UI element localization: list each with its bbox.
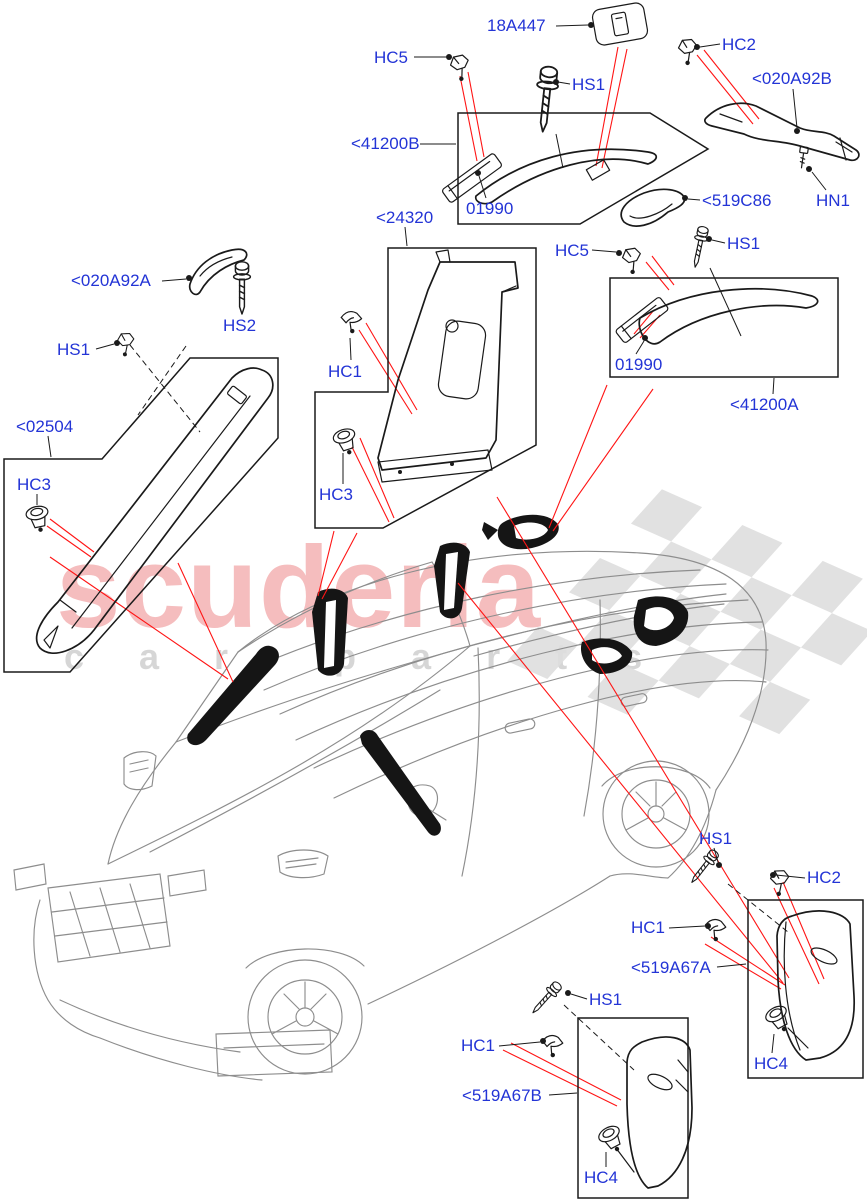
part-cantrail-A bbox=[638, 287, 819, 345]
part-02504 bbox=[35, 367, 274, 654]
callout-HC4-a[interactable]: HC4 bbox=[754, 1054, 789, 1073]
part-cantrail-B bbox=[474, 148, 658, 205]
callout-HC5-top[interactable]: HC5 bbox=[374, 48, 409, 67]
callout-HC3-left[interactable]: HC3 bbox=[17, 475, 52, 494]
callout-18A447[interactable]: 18A447 bbox=[487, 16, 546, 35]
callout-02504[interactable]: <02504 bbox=[16, 417, 74, 436]
box-24320 bbox=[314, 247, 537, 529]
part-519A67B bbox=[626, 1036, 693, 1189]
red-leader-lines bbox=[46, 46, 825, 1107]
fasteners bbox=[24, 36, 809, 1157]
part-bracket-target bbox=[585, 159, 611, 181]
callout-HC5-mid[interactable]: HC5 bbox=[555, 241, 590, 260]
callout-01990-left[interactable]: 01990 bbox=[466, 199, 514, 218]
callout-HS1-mid[interactable]: HS1 bbox=[727, 234, 761, 253]
a-pillar-right-trim-on-car bbox=[360, 730, 441, 836]
part-020A92B bbox=[704, 102, 860, 162]
box-519A67A bbox=[747, 899, 864, 1079]
callout-HS2[interactable]: HS2 bbox=[223, 316, 257, 335]
callout-41200B[interactable]: <41200B bbox=[351, 134, 420, 153]
vehicle-trim-highlights bbox=[187, 514, 689, 836]
callout-020A92A[interactable]: <020A92A bbox=[71, 271, 151, 290]
callout-HC1-br[interactable]: HC1 bbox=[631, 918, 666, 937]
box-41200A bbox=[609, 277, 839, 378]
callout-HS1-br[interactable]: HS1 bbox=[699, 829, 733, 848]
callout-519C86[interactable]: <519C86 bbox=[702, 191, 772, 210]
part-020A92A bbox=[188, 248, 248, 296]
part-strip-01990-left bbox=[441, 153, 503, 203]
part-strip-01990-right bbox=[615, 297, 669, 343]
callout-HC1-bc[interactable]: HC1 bbox=[461, 1036, 496, 1055]
a-pillar-trim-on-car bbox=[187, 645, 279, 746]
part-519A67A bbox=[776, 910, 855, 1061]
callout-HN1[interactable]: HN1 bbox=[816, 191, 851, 210]
callout-HS1-left[interactable]: HS1 bbox=[57, 340, 91, 359]
vehicle-line-drawing bbox=[13, 550, 769, 1081]
callout-020A92B[interactable]: <020A92B bbox=[752, 69, 832, 88]
part-24320 bbox=[377, 261, 519, 471]
callout-HS1-bc[interactable]: HS1 bbox=[589, 990, 623, 1009]
callout-519A67A[interactable]: <519A67A bbox=[631, 958, 711, 977]
box-41200B bbox=[457, 112, 710, 225]
callout-01990-right[interactable]: 01990 bbox=[615, 355, 663, 374]
part-18A447 bbox=[591, 2, 649, 46]
callout-519A67B[interactable]: <519A67B bbox=[462, 1086, 542, 1105]
callout-41200A[interactable]: <41200A bbox=[730, 395, 799, 414]
callout-HS1-top[interactable]: HS1 bbox=[572, 75, 606, 94]
callout-HC4-b[interactable]: HC4 bbox=[584, 1168, 619, 1187]
callout-HC2-top[interactable]: HC2 bbox=[722, 35, 757, 54]
callout-HC3-mid[interactable]: HC3 bbox=[319, 485, 354, 504]
part-group-boxes bbox=[3, 112, 864, 1199]
black-leader-lines bbox=[36, 22, 827, 1167]
callout-HC1-mid[interactable]: HC1 bbox=[328, 362, 363, 381]
callout-HC2-br[interactable]: HC2 bbox=[807, 868, 842, 887]
box-519A67B bbox=[577, 1017, 689, 1199]
part-drawings bbox=[35, 2, 860, 1189]
callout-24320[interactable]: <24320 bbox=[376, 208, 434, 227]
box-02504 bbox=[3, 357, 279, 673]
